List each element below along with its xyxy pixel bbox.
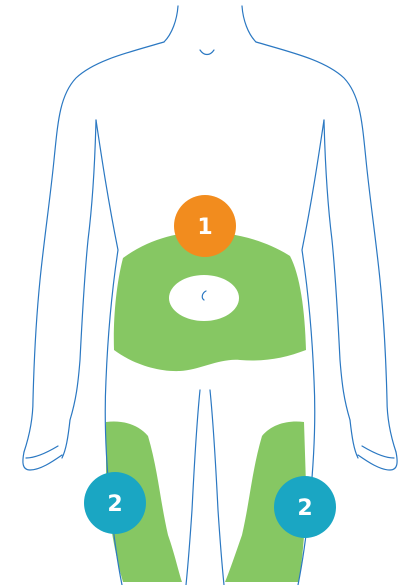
left-arm-inner: [70, 120, 96, 420]
zone-2-left-marker: 2: [84, 472, 146, 534]
right-arm-inner: [324, 120, 350, 420]
navel-exclusion-area: [169, 275, 239, 321]
zone-1-label: 1: [197, 215, 212, 240]
neck-right: [242, 6, 256, 42]
right-leg-inner: [210, 390, 224, 585]
zone-1-marker: 1: [174, 195, 236, 257]
right-arm-outer: [256, 42, 396, 452]
zone-2-right-marker: 2: [274, 476, 336, 538]
collarbone-notch: [200, 50, 214, 55]
zone-2-left-label: 2: [107, 492, 122, 517]
neck-left: [164, 6, 178, 42]
left-leg-inner: [186, 390, 200, 585]
zone-2-right-label: 2: [297, 496, 312, 521]
